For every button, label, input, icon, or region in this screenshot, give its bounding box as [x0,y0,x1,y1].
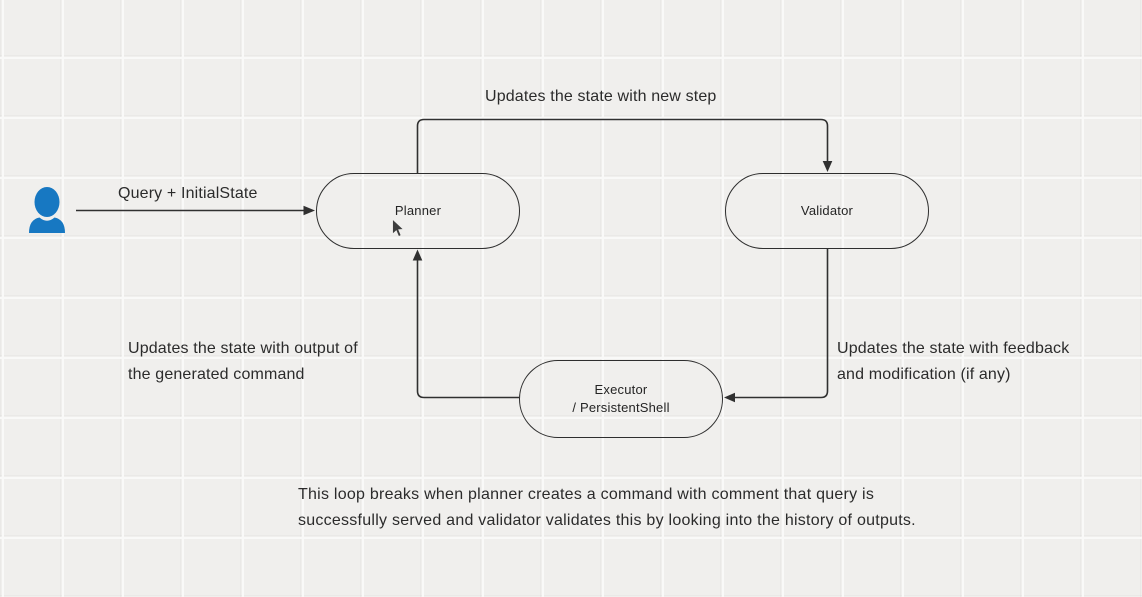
edge-executor-to-planner[interactable] [412,249,519,399]
label-query-initialstate[interactable]: Query + InitialState [118,185,258,202]
user-icon[interactable] [28,186,66,233]
label-updates-feedback-line2: and modification (if any) [837,366,1011,383]
node-executor[interactable]: Executor / PersistentShell [519,360,723,438]
loop-break-note[interactable]: This loop breaks when planner creates a … [298,482,916,534]
edge-planner-to-validator[interactable] [416,118,833,174]
node-executor-label-line1: Executor [594,382,648,397]
loop-break-note-line2: successfully served and validator valida… [298,512,916,529]
node-planner-label: Planner [394,203,442,218]
label-updates-feedback-line1: Updates the state with feedback [837,340,1070,357]
edge-user-to-planner[interactable] [76,205,315,216]
node-validator-label: Validator [800,203,854,218]
node-executor-label-line2: / PersistentShell [572,400,670,415]
node-planner[interactable]: Planner [316,173,520,249]
label-updates-output[interactable]: Updates the state with output of the gen… [128,336,358,388]
node-validator[interactable]: Validator [725,173,929,249]
label-updates-output-line2: the generated command [128,366,305,383]
loop-break-note-line1: This loop breaks when planner creates a … [298,486,875,503]
label-updates-output-line1: Updates the state with output of [128,340,358,357]
edge-validator-to-executor[interactable] [724,249,829,403]
label-updates-new-step[interactable]: Updates the state with new step [485,88,717,105]
cursor-icon [392,218,405,238]
label-updates-feedback[interactable]: Updates the state with feedback and modi… [837,336,1069,388]
